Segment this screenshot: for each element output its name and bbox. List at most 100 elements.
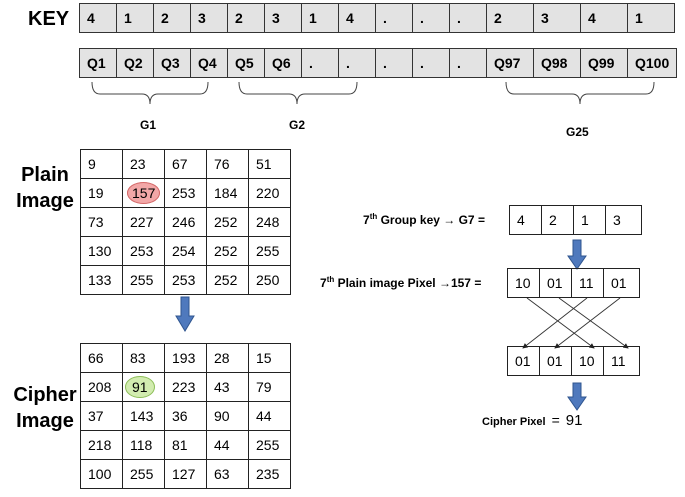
highlight-red-pixel: 157 xyxy=(127,182,161,204)
highlight-green-pixel: 91 xyxy=(125,376,155,398)
bit-pair-cell: 10 xyxy=(507,268,540,298)
brace-g25 xyxy=(505,81,655,105)
group-key-label-rest: Group key → G7 = xyxy=(377,213,485,227)
question-cell: Q4 xyxy=(190,48,228,78)
table-cell: 9 xyxy=(80,149,123,179)
table-cell: 255 xyxy=(248,430,291,460)
table-cell: 81 xyxy=(164,430,207,460)
bit-pair-cell: 11 xyxy=(603,346,640,376)
plain-pixel-label-rest: Plain image Pixel →157 = xyxy=(334,276,482,290)
plain-pixel-label: 7th Plain image Pixel →157 = xyxy=(320,275,481,290)
group-key-cell: 4 xyxy=(509,205,542,235)
table-cell: 66 xyxy=(80,343,123,373)
key-label: KEY xyxy=(28,8,70,30)
key-cell: 3 xyxy=(190,3,228,33)
plain-image-table: 9 23 67 76 51 19 157 253 184 220 73 227 … xyxy=(80,149,291,295)
table-cell: 133 xyxy=(80,265,123,295)
question-cell: Q5 xyxy=(227,48,265,78)
table-cell: 220 xyxy=(248,178,291,208)
table-cell: 44 xyxy=(248,401,291,431)
table-row: 37 143 36 90 44 xyxy=(80,401,291,431)
question-cell: . xyxy=(301,48,339,78)
bit-pair-cell: 10 xyxy=(571,346,604,376)
cipher-bits-row: 01 01 10 11 xyxy=(507,346,640,376)
table-cell: 248 xyxy=(248,207,291,237)
key-row: 4 1 2 3 2 3 1 4 . . . 2 3 4 1 xyxy=(79,3,675,33)
key-cell: 3 xyxy=(264,3,302,33)
table-cell: 235 xyxy=(248,459,291,489)
question-cell: Q6 xyxy=(264,48,302,78)
table-row: 130 253 254 252 255 xyxy=(80,236,291,266)
group-key-label: 7th Group key → G7 = xyxy=(363,212,485,227)
group-label-g2: G2 xyxy=(289,118,306,132)
table-cell: 223 xyxy=(164,372,207,402)
key-cell: 1 xyxy=(627,3,675,33)
table-cell: 130 xyxy=(80,236,123,266)
table-cell: 43 xyxy=(206,372,249,402)
bit-pair-cell: 01 xyxy=(603,268,640,298)
table-cell: 255 xyxy=(122,459,165,489)
table-cell: 246 xyxy=(164,207,207,237)
cipher-pixel-value: 91 xyxy=(565,412,583,429)
table-cell: 208 xyxy=(80,372,123,402)
down-arrow-icon xyxy=(567,382,587,411)
down-arrow-icon xyxy=(175,296,195,332)
plain-pixel-label-prefix: 7 xyxy=(320,276,327,290)
table-row: 73 227 246 252 248 xyxy=(80,207,291,237)
brace-g1 xyxy=(91,81,209,105)
key-cell: 4 xyxy=(580,3,628,33)
cipher-pixel-result: Cipher Pixel = 91 xyxy=(482,412,582,429)
bit-pair-cell: 01 xyxy=(539,268,572,298)
table-cell: 253 xyxy=(164,178,207,208)
table-cell: 23 xyxy=(122,149,165,179)
table-cell: 143 xyxy=(122,401,165,431)
table-row: 19 157 253 184 220 xyxy=(80,178,291,208)
plain-image-label-line2: Image xyxy=(16,190,74,212)
table-cell: 250 xyxy=(248,265,291,295)
table-cell: 118 xyxy=(122,430,165,460)
table-row: 208 91 223 43 79 xyxy=(80,372,291,402)
brace-g2 xyxy=(238,81,358,105)
question-cell: . xyxy=(449,48,487,78)
key-cell: . xyxy=(449,3,487,33)
table-cell-highlighted: 157 xyxy=(122,178,165,208)
question-cell: Q99 xyxy=(580,48,628,78)
table-cell: 100 xyxy=(80,459,123,489)
plain-pixel-bits-row: 10 01 11 01 xyxy=(507,268,640,298)
table-cell: 253 xyxy=(164,265,207,295)
cipher-pixel-eq: = xyxy=(551,412,560,428)
group-key-row: 4 2 1 3 xyxy=(509,205,642,235)
table-cell: 253 xyxy=(122,236,165,266)
table-cell: 252 xyxy=(206,236,249,266)
question-cell: Q1 xyxy=(79,48,117,78)
table-cell: 127 xyxy=(164,459,207,489)
cipher-image-label-line2: Image xyxy=(16,410,74,432)
table-cell: 227 xyxy=(122,207,165,237)
question-cell: Q2 xyxy=(116,48,154,78)
table-cell: 193 xyxy=(164,343,207,373)
bit-pair-cell: 01 xyxy=(507,346,540,376)
cipher-image-table: 66 83 193 28 15 208 91 223 43 79 37 143 … xyxy=(80,343,291,489)
question-cell: . xyxy=(375,48,413,78)
key-cell: 1 xyxy=(301,3,339,33)
question-cell: Q98 xyxy=(533,48,581,78)
table-cell: 63 xyxy=(206,459,249,489)
group-label-g25: G25 xyxy=(566,125,589,139)
key-cell: 2 xyxy=(153,3,191,33)
table-cell: 252 xyxy=(206,265,249,295)
group-key-cell: 2 xyxy=(541,205,574,235)
plain-image-label: Plain Image xyxy=(10,162,80,214)
table-cell: 83 xyxy=(122,343,165,373)
group-key-cell: 3 xyxy=(605,205,642,235)
table-row: 66 83 193 28 15 xyxy=(80,343,291,373)
bit-pair-cell: 11 xyxy=(571,268,604,298)
group-label-g1: G1 xyxy=(140,118,157,132)
group-key-label-sup: th xyxy=(369,212,378,221)
bit-pair-cell: 01 xyxy=(539,346,572,376)
table-cell: 252 xyxy=(206,207,249,237)
key-cell: 2 xyxy=(227,3,265,33)
question-cell: Q100 xyxy=(627,48,677,78)
table-row: 133 255 253 252 250 xyxy=(80,265,291,295)
